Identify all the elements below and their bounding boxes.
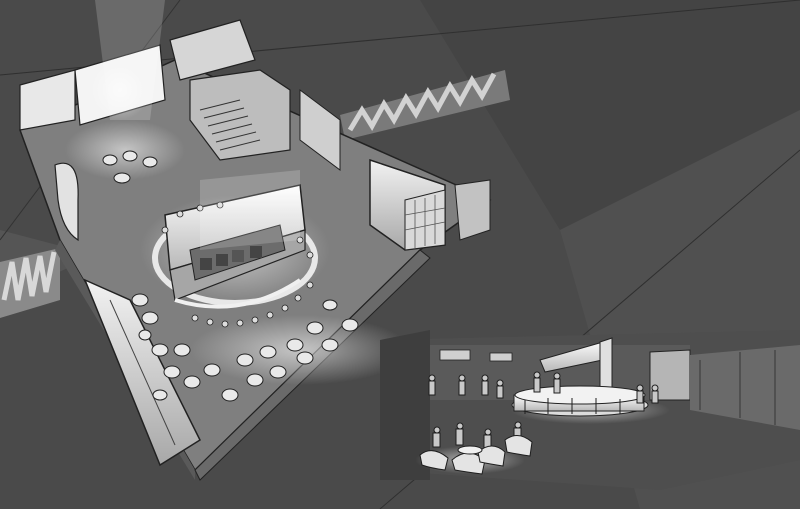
people-figures: [428, 371, 659, 450]
person-icon: [428, 374, 436, 396]
person-icon: [651, 384, 659, 404]
lounge-chairs-perspective: [419, 435, 533, 475]
person-icon: [496, 379, 504, 399]
bar-stools-perspective: [524, 398, 621, 414]
person-icon: [432, 426, 441, 448]
person-icon: [636, 384, 644, 404]
light-rays: [95, 0, 300, 250]
lounge-seating-plan: [102, 150, 359, 402]
person-icon: [458, 374, 466, 396]
person-icon: [481, 374, 489, 396]
stair-icon: [199, 99, 261, 151]
perspective-view: [380, 330, 800, 490]
person-icon: [455, 422, 464, 446]
person-icon: [533, 371, 541, 393]
central-bar-plan: [164, 184, 306, 309]
bar-stools-plan: [161, 201, 314, 328]
zigzag-graphic-top: [340, 70, 510, 140]
person-icon: [553, 372, 561, 394]
zigzag-graphic-left: [0, 248, 60, 318]
